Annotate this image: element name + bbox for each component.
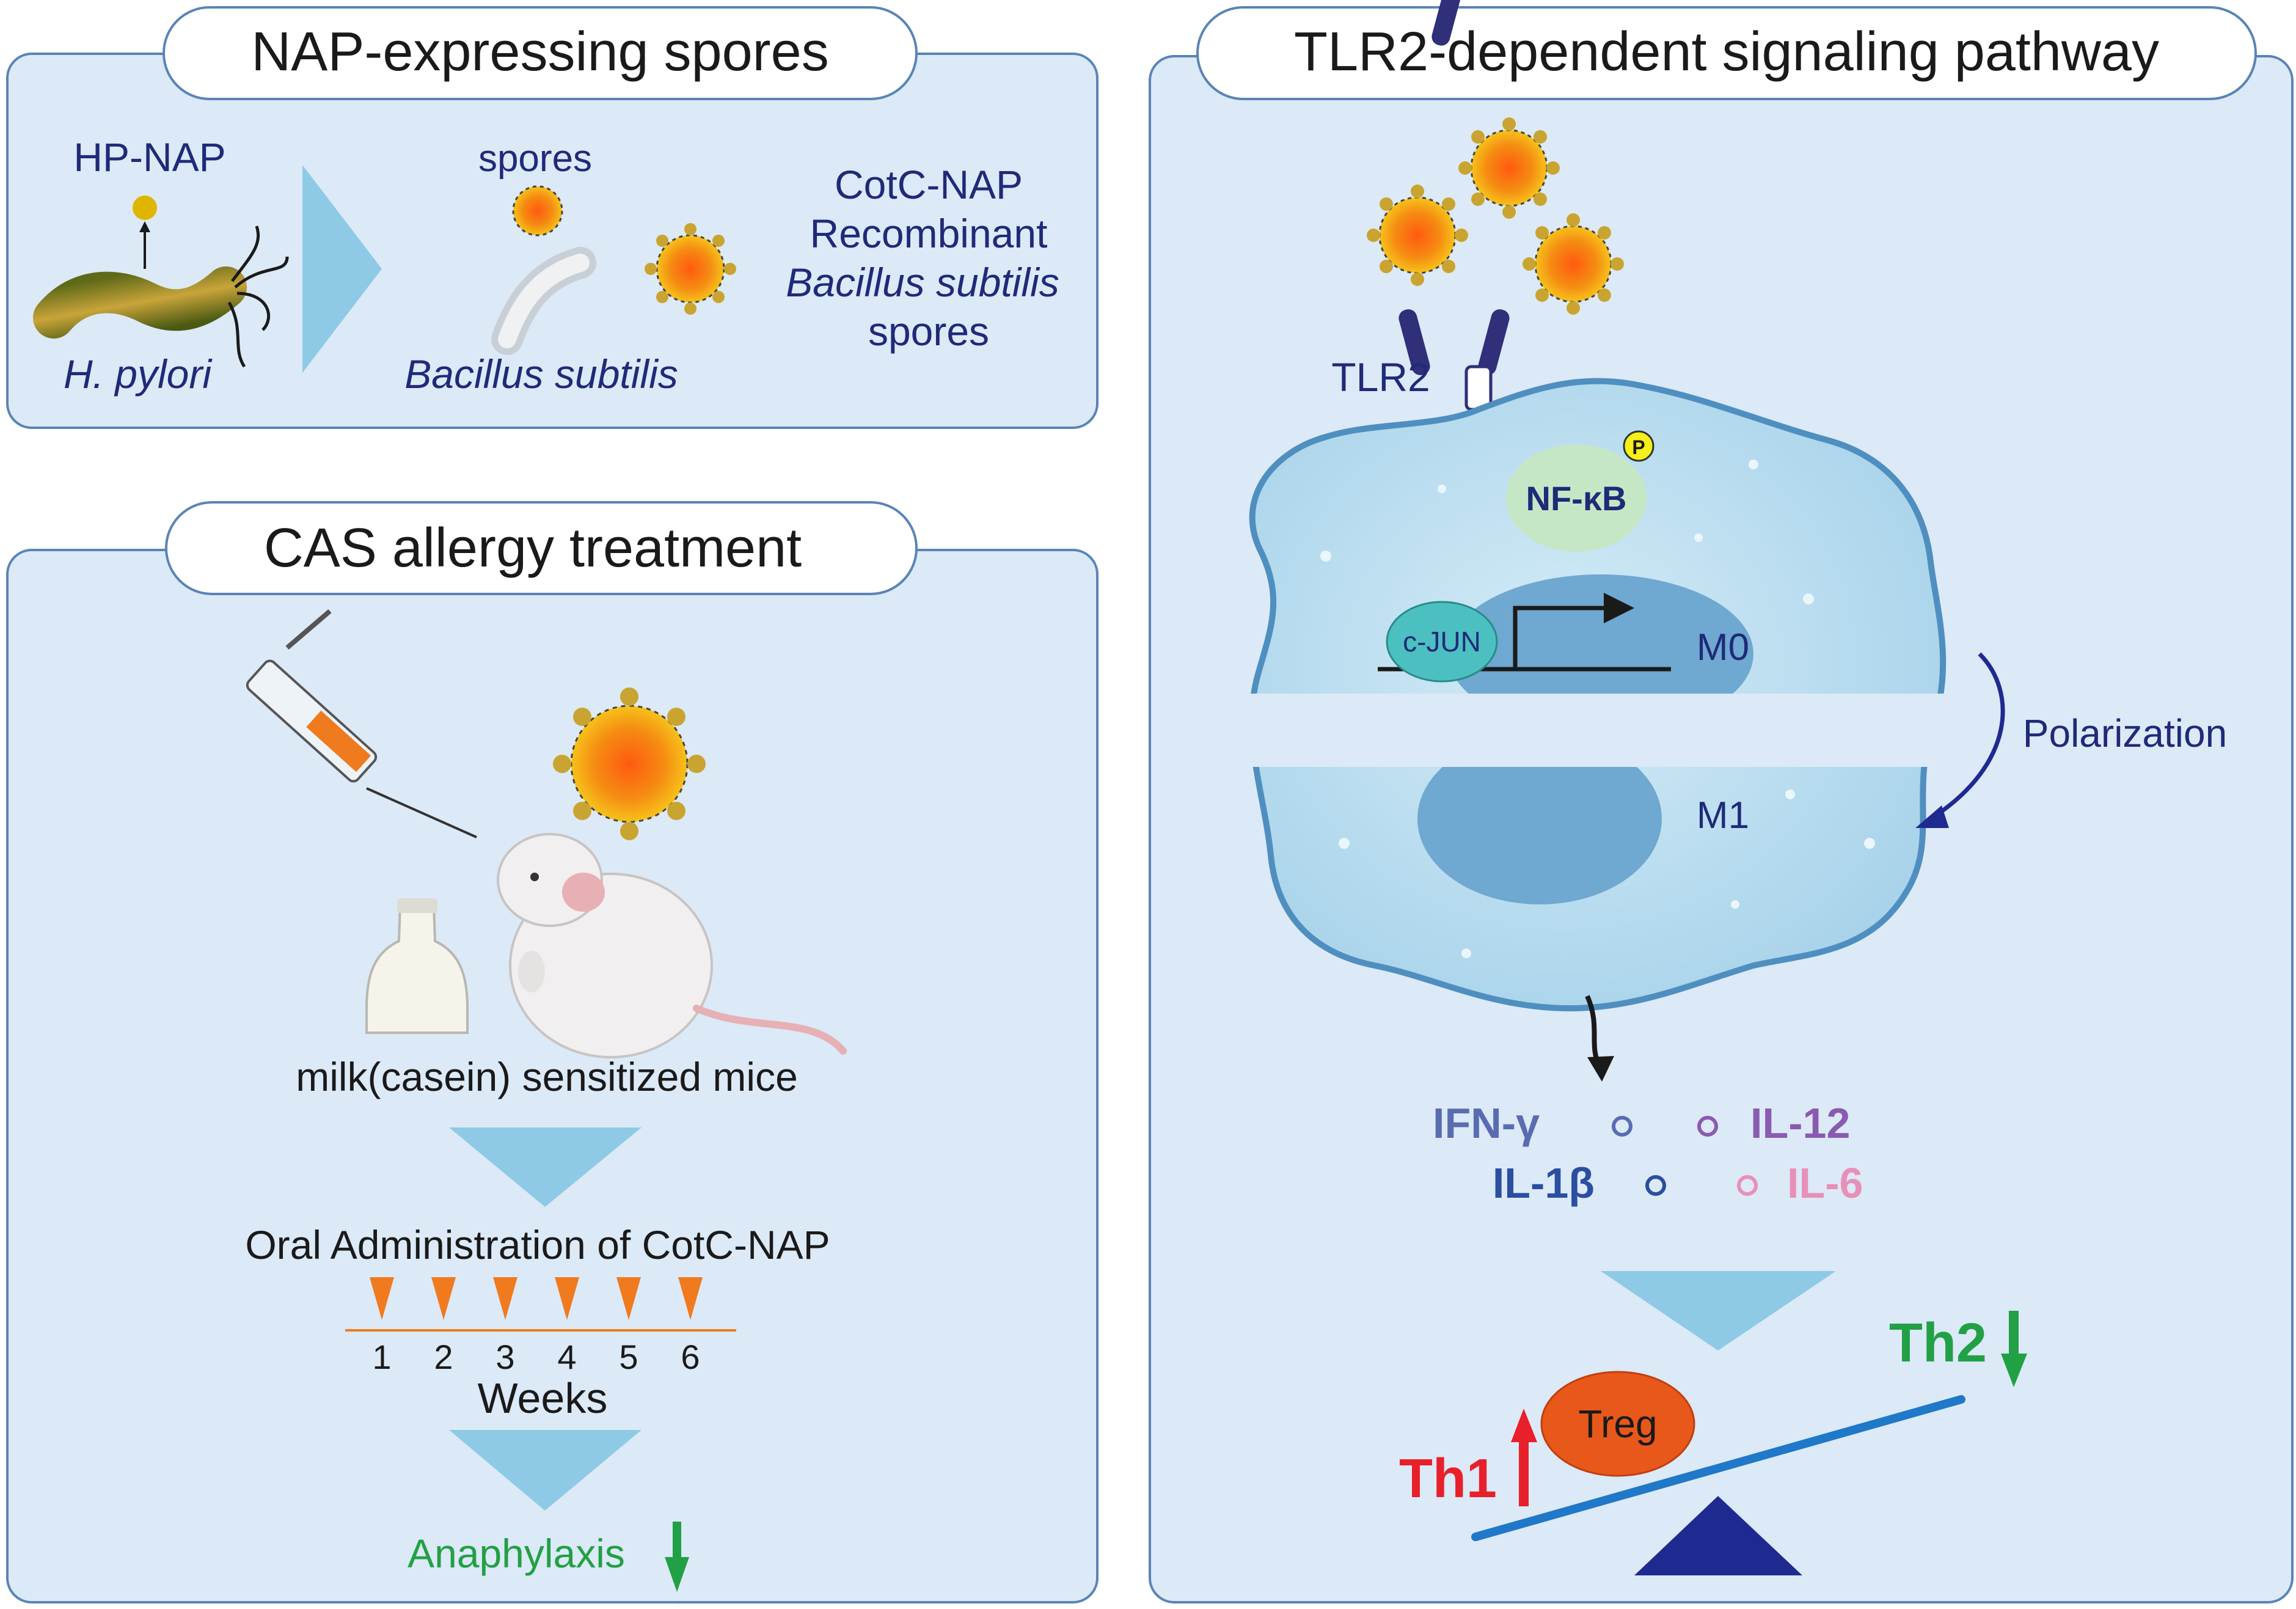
week-tick-label: 6 — [681, 1338, 700, 1376]
mice-label: milk(casein) sensitized mice — [296, 1054, 798, 1099]
lower-nucleus — [1417, 733, 1662, 904]
week-tick-label: 2 — [434, 1338, 453, 1376]
spores-label: spores — [478, 137, 592, 180]
cas-step-arrow-2 — [449, 1430, 642, 1511]
phospho-label: P — [1632, 436, 1645, 458]
h-pylori-label: H. pylori — [64, 351, 213, 397]
il6-dot — [1737, 1175, 1758, 1196]
th1-label: Th1 — [1399, 1448, 1497, 1509]
recombinant-spore-icon — [645, 223, 736, 315]
milk-bottle-icon — [365, 898, 469, 1034]
nap-process-arrow — [302, 165, 382, 373]
panel-tlr2-signaling-pathway: TLR2-dependent signaling pathway TLR2 — [1149, 0, 2294, 1604]
phospho-badge — [1623, 430, 1654, 462]
promoter-arrowhead — [1604, 593, 1634, 623]
ifn-gamma-dot — [1612, 1116, 1632, 1137]
nfkb-label: NF-κB — [1526, 479, 1627, 518]
m0-label: M0 — [1697, 626, 1749, 669]
panel-cas-allergy-treatment: CAS allergy treatment — [6, 501, 1099, 1604]
syringe-icon — [246, 609, 477, 838]
il12-label: IL-12 — [1750, 1099, 1850, 1147]
dosing-timeline: 1 2 3 4 5 6 — [345, 1277, 736, 1376]
il6-label: IL-6 — [1787, 1159, 1863, 1207]
panel-nap-title: NAP-expressing spores — [251, 21, 828, 82]
cotc-nap-line-2: Recombinant — [810, 211, 1048, 256]
tlr2-receptor-icon — [1398, 0, 1510, 411]
m0-m1-separator-band — [1246, 694, 1955, 767]
cjun-label: c-JUN — [1403, 626, 1481, 658]
week-tick-label: 3 — [495, 1338, 514, 1376]
cotc-nap-line-1: CotC-NAP — [835, 162, 1023, 207]
il1b-dot — [1645, 1175, 1666, 1196]
panel-nap-expressing-spores: NAP-expressing spores HP-NAP H. pylori s… — [6, 6, 1099, 429]
h-pylori-bacterium-icon — [33, 225, 289, 368]
treatment-spore-icon — [553, 687, 706, 840]
il12-dot — [1697, 1116, 1718, 1137]
polarization-label: Polarization — [2023, 711, 2227, 755]
th1-up-arrow-icon — [1511, 1409, 1537, 1506]
tlr2-step-arrow — [1601, 1271, 1836, 1351]
oral-administration-label: Oral Administration of CotC-NAP — [245, 1222, 830, 1267]
polarization-arrowhead — [1915, 805, 1949, 828]
balance-fulcrum — [1634, 1496, 1802, 1575]
panel-nap-title-pill — [163, 6, 918, 100]
anaphylaxis-down-arrow-icon — [665, 1522, 689, 1592]
bacillus-subtilis-rod-icon — [491, 247, 596, 355]
nfkb-node — [1506, 444, 1647, 552]
il1b-label: IL-1β — [1493, 1159, 1595, 1207]
cotc-nap-line-3: Bacillus subtilis — [786, 260, 1059, 305]
panel-tlr2-title-pill — [1196, 6, 2257, 100]
hp-nap-particle — [133, 196, 157, 220]
panel-cas-title: CAS allergy treatment — [264, 518, 802, 579]
ifn-gamma-label: IFN-γ — [1433, 1099, 1540, 1147]
anaphylaxis-label: Anaphylaxis — [408, 1531, 625, 1576]
mouse-icon — [497, 833, 847, 1058]
treg-label: Treg — [1578, 1402, 1657, 1446]
cotc-nap-line-4: spores — [868, 309, 989, 354]
week-tick-label: 1 — [372, 1338, 391, 1376]
th2-label: Th2 — [1889, 1313, 1987, 1374]
secretion-arrowhead — [1587, 1056, 1614, 1082]
spore-cluster-icon — [1367, 117, 1624, 315]
week-tick-label: 4 — [557, 1338, 576, 1376]
panel-cas-title-pill — [165, 501, 918, 595]
cjun-node — [1386, 601, 1498, 683]
cas-step-arrow-1 — [449, 1127, 642, 1207]
th2-down-arrow-icon — [2001, 1311, 2027, 1387]
hp-nap-arrowhead — [139, 221, 150, 232]
weeks-label: Weeks — [478, 1374, 608, 1422]
week-tick-label: 5 — [619, 1338, 638, 1376]
panel-tlr2-title: TLR2-dependent signaling pathway — [1294, 21, 2159, 82]
m1-label: M1 — [1697, 794, 1749, 837]
treg-node — [1540, 1371, 1695, 1477]
macrophage-cell — [1246, 378, 1955, 1012]
small-spore-icon — [512, 185, 563, 236]
bacillus-subtilis-label: Bacillus subtilis — [404, 351, 678, 397]
promoter-arrow — [1513, 606, 1613, 669]
tlr2-label: TLR2 — [1331, 354, 1430, 400]
hp-nap-label: HP-NAP — [73, 134, 225, 180]
balance-beam — [1471, 1395, 1965, 1541]
polarization-arrow — [1929, 652, 2005, 821]
